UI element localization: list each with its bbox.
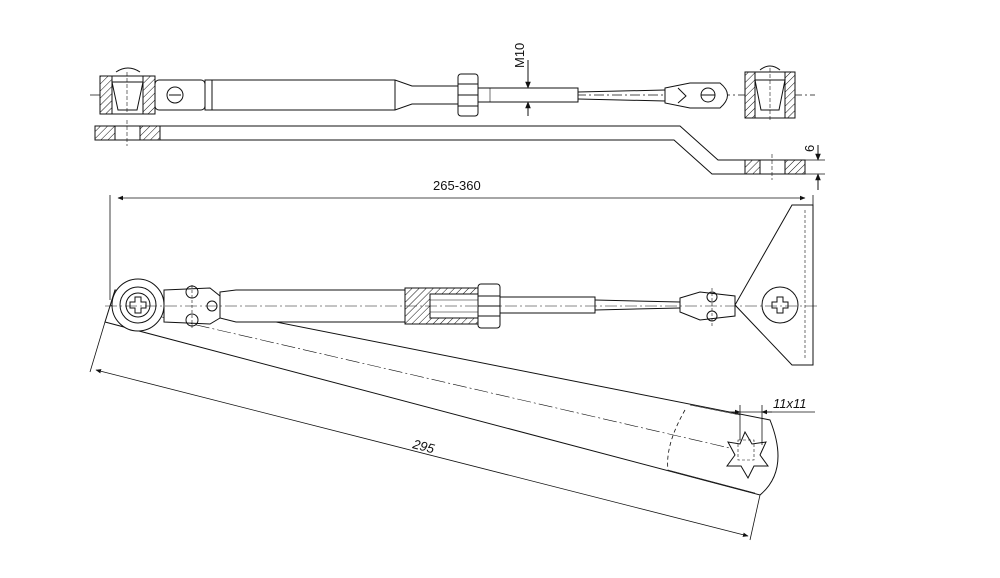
lower-arm-side bbox=[94, 120, 806, 180]
thickness-dimension-label: 6 bbox=[802, 145, 817, 152]
arm-length-label: 295 bbox=[410, 436, 436, 456]
mounting-bracket bbox=[734, 204, 814, 366]
plan-view bbox=[104, 204, 820, 496]
square-dimension bbox=[730, 405, 815, 445]
right-clevis-plan bbox=[679, 288, 736, 326]
square-dimension-label: 11x11 bbox=[773, 396, 807, 411]
threaded-rod bbox=[477, 87, 579, 103]
adjust-length-label: 265-360 bbox=[433, 178, 481, 193]
adjust-length-dimension bbox=[109, 195, 814, 300]
tube-body bbox=[204, 79, 459, 111]
arm-length-dimension bbox=[89, 321, 761, 541]
phillips-screw-icon bbox=[771, 296, 789, 314]
phillips-screw-icon bbox=[129, 296, 147, 314]
thread-dimension-label: M10 bbox=[512, 43, 527, 68]
left-pivot bbox=[111, 278, 165, 332]
hex-nut bbox=[457, 73, 479, 117]
left-clevis-plan bbox=[163, 285, 221, 328]
left-eye-bolt-icon bbox=[166, 86, 184, 104]
right-clevis bbox=[664, 82, 728, 109]
top-view bbox=[90, 60, 825, 190]
left-socket-block bbox=[99, 67, 156, 115]
right-socket-block bbox=[744, 65, 796, 120]
